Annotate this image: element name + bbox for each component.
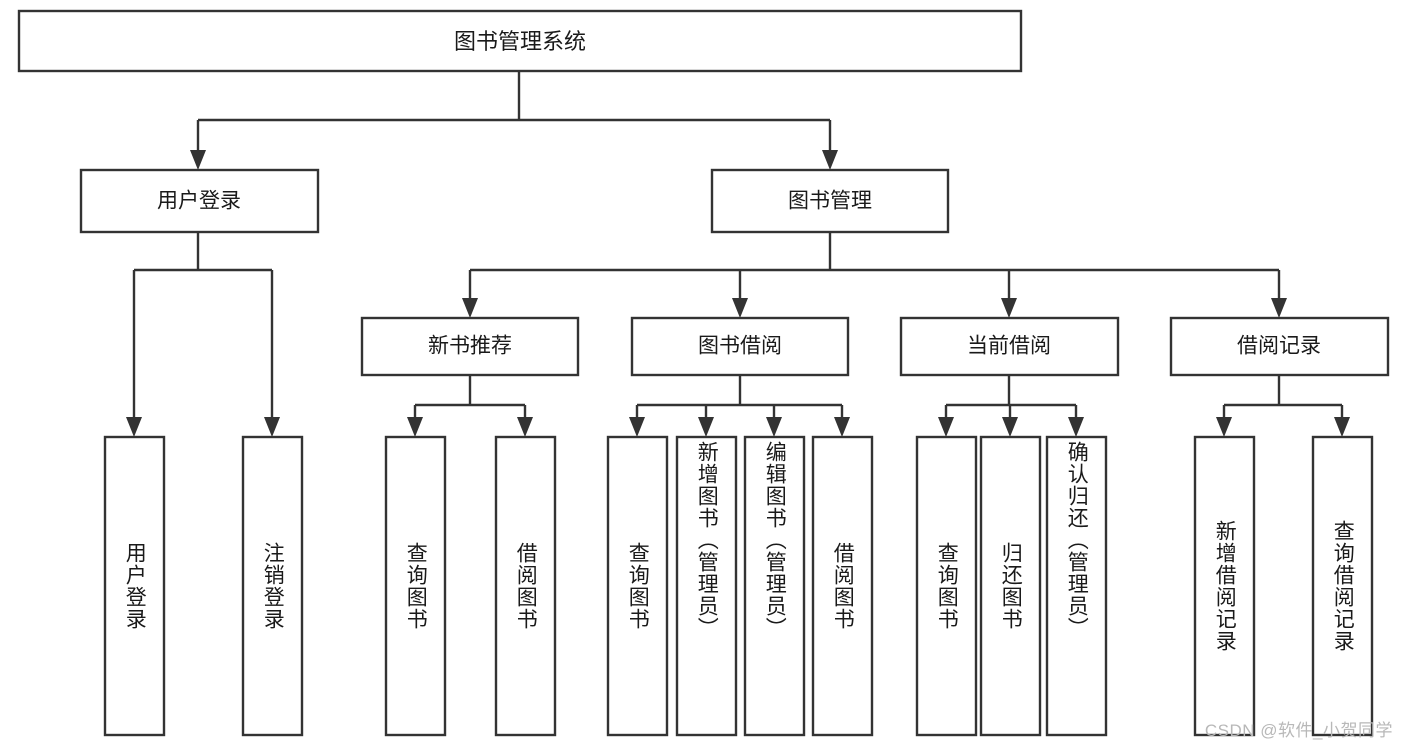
leaf-box-new-book-1[interactable] [384, 435, 447, 737]
arrow-head-book-borrow [732, 298, 748, 318]
arrow-head-current-borrow [1001, 298, 1017, 318]
leaf-box-book-borrow-1[interactable] [606, 435, 669, 737]
leaf-box-book-borrow-4[interactable] [811, 435, 874, 737]
node-current-borrow[interactable]: 当前借阅 [899, 316, 1120, 377]
leaf-box-current-borrow-1[interactable] [915, 435, 978, 737]
node-user-login[interactable]: 用户登录 [79, 168, 320, 234]
arrow-head-ul-leaf2 [264, 417, 280, 437]
leaf-box-borrow-record-2[interactable] [1311, 435, 1374, 737]
leaf-box-book-borrow-3[interactable] [743, 435, 806, 737]
node-borrow-record-box[interactable] [1169, 316, 1390, 377]
node-book-borrow-label: 图书借阅 [698, 335, 782, 358]
arrow-head-nb-leaf2 [517, 417, 533, 437]
leaf-box-current-borrow-3[interactable] [1045, 435, 1108, 737]
leaf-box-book-borrow-2[interactable] [675, 435, 738, 737]
arrow-head-cb-leaf2 [1002, 417, 1018, 437]
node-new-book-recommend-label: 新书推荐 [428, 335, 512, 358]
node-borrow-record-label: 借阅记录 [1237, 335, 1321, 358]
node-book-borrow[interactable]: 图书借阅 [630, 316, 850, 377]
node-book-manage[interactable]: 图书管理 [710, 168, 950, 234]
connector-group [126, 71, 1350, 437]
arrow-head-new-book [462, 298, 478, 318]
arrow-head-book-manage [822, 150, 838, 170]
node-book-borrow-box[interactable] [630, 316, 850, 377]
leaf-box-new-book-2[interactable] [494, 435, 557, 737]
arrow-head-cb-leaf3 [1068, 417, 1084, 437]
arrow-head-ul-leaf1 [126, 417, 142, 437]
node-borrow-record[interactable]: 借阅记录 [1169, 316, 1390, 377]
watermark: CSDN @软件_小贺同学 [1204, 721, 1393, 740]
leaf-box-current-borrow-2[interactable] [979, 435, 1042, 737]
arrow-head-bb-leaf4 [834, 417, 850, 437]
node-new-book-recommend[interactable]: 新书推荐 [360, 316, 580, 377]
node-root-label: 图书管理系统 [454, 29, 586, 54]
arrow-head-cb-leaf1 [938, 417, 954, 437]
node-user-login-label: 用户登录 [157, 190, 241, 213]
node-book-manage-box[interactable] [710, 168, 950, 234]
leaf-box-user-login-2[interactable] [241, 435, 304, 737]
node-current-borrow-box[interactable] [899, 316, 1120, 377]
arrow-head-borrow-record [1271, 298, 1287, 318]
arrow-head-nb-leaf1 [407, 417, 423, 437]
arrow-head-bb-leaf3 [766, 417, 782, 437]
node-user-login-box[interactable] [79, 168, 320, 234]
arrow-head-br-leaf2 [1334, 417, 1350, 437]
arrow-head-br-leaf1 [1216, 417, 1232, 437]
node-book-manage-label: 图书管理 [788, 190, 872, 213]
node-current-borrow-label: 当前借阅 [967, 335, 1051, 358]
node-root[interactable]: 图书管理系统 [17, 9, 1023, 73]
leaf-boxes [103, 435, 1374, 737]
leaf-box-user-login-1[interactable] [103, 435, 166, 737]
node-root-box[interactable] [17, 9, 1023, 73]
leaf-box-borrow-record-1[interactable] [1193, 435, 1256, 737]
node-new-book-recommend-box[interactable] [360, 316, 580, 377]
arrow-head-user-login [190, 150, 206, 170]
arrow-head-bb-leaf1 [629, 417, 645, 437]
arrow-head-bb-leaf2 [698, 417, 714, 437]
